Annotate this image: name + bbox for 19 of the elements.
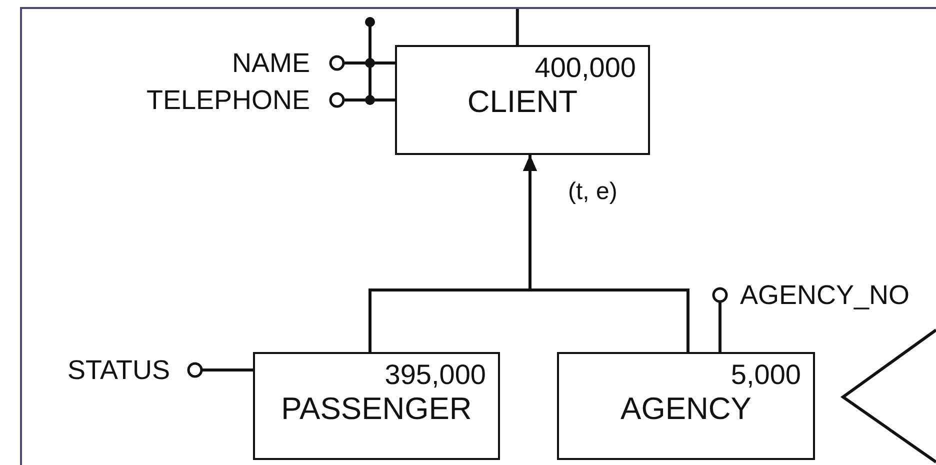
attribute-line: [329, 55, 395, 71]
attribute-name: STATUS: [40, 354, 188, 386]
attribute-line: [329, 92, 395, 108]
entity-name: CLIENT: [466, 85, 579, 119]
attribute-name: AGENCY_NO: [727, 279, 927, 311]
entity-name: PASSENGER: [280, 392, 473, 426]
attribute-line: [712, 287, 728, 352]
cardinality-number: 5,000: [730, 360, 801, 390]
attribute-name: TELEPHONE: [80, 84, 330, 116]
entity-box: [253, 352, 500, 460]
entity-box: [557, 352, 815, 460]
cardinality-number: 395,000: [384, 360, 486, 390]
entity-box: [395, 45, 650, 155]
generalization-label: (t, e): [568, 178, 618, 206]
entity-name: AGENCY: [620, 392, 752, 426]
relationship-line: [516, 9, 519, 45]
cardinality-number: 400,000: [534, 53, 636, 83]
attribute-line: [187, 362, 253, 378]
attribute-name: NAME: [170, 47, 330, 79]
